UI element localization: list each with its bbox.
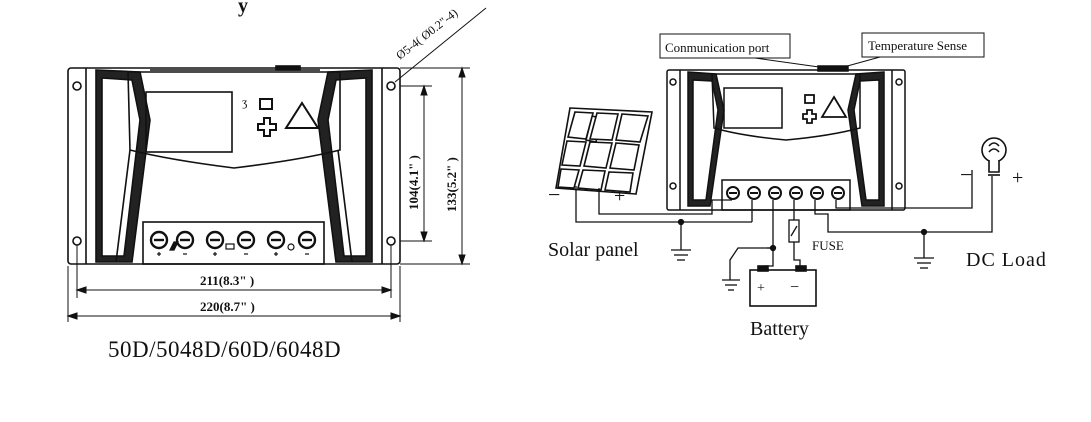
warning-icon bbox=[284, 101, 320, 129]
solar-plus-sign: + bbox=[614, 185, 625, 207]
battery-icon bbox=[259, 98, 273, 110]
battery-label: Battery bbox=[750, 318, 809, 340]
mount-hole bbox=[386, 81, 396, 91]
controller-front-view: ʒ bbox=[67, 65, 401, 265]
width-inner-dimension: 211(8.3" ) bbox=[200, 273, 254, 288]
terminals-right bbox=[726, 186, 845, 200]
solar-panel-label: Solar panel bbox=[548, 239, 639, 261]
svg-text:ʒ: ʒ bbox=[242, 95, 247, 109]
temp-sense-box bbox=[861, 32, 985, 58]
comm-port-box bbox=[659, 33, 791, 59]
lcd-screen bbox=[145, 91, 233, 153]
top-label-partial: y bbox=[238, 0, 248, 17]
mount-hole bbox=[72, 81, 82, 91]
dc-load-label: DC Load bbox=[966, 249, 1047, 271]
mount-hole bbox=[386, 236, 396, 246]
terminals-left bbox=[149, 230, 317, 256]
mount-hole bbox=[72, 236, 82, 246]
load-plus-sign: + bbox=[1012, 167, 1023, 189]
solar-panel-icon bbox=[555, 107, 653, 195]
fuse-label: FUSE bbox=[812, 238, 844, 253]
light-bulb-icon bbox=[981, 137, 1007, 176]
wiring bbox=[575, 170, 993, 291]
height-outer-dimension: 133(5.2" ) bbox=[444, 157, 459, 212]
hole-callout: Ø5-4( Ø0.2"-4) bbox=[393, 6, 460, 63]
terminal-block bbox=[142, 221, 325, 265]
lcd-screen-small bbox=[723, 87, 783, 129]
battery-icon-large bbox=[749, 265, 817, 307]
width-outer-dimension: 220(8.7" ) bbox=[200, 299, 255, 314]
comm-port-label: Conmunication port bbox=[665, 40, 770, 55]
height-inner-dimension: 104(4.1" ) bbox=[406, 155, 421, 210]
battery-minus: − bbox=[790, 279, 799, 296]
battery-plus: + bbox=[757, 281, 765, 296]
model-caption: 50D/5048D/60D/6048D bbox=[108, 337, 342, 362]
solar-minus-sign: − bbox=[548, 182, 560, 207]
temp-sense-label: Temperature Sense bbox=[868, 38, 967, 53]
controller-wiring-view bbox=[666, 65, 906, 211]
dimension-lines bbox=[66, 7, 487, 322]
button-icon bbox=[257, 117, 277, 137]
label-boxes bbox=[659, 32, 985, 69]
terminal-block-small bbox=[721, 179, 851, 211]
load-minus-sign: − bbox=[960, 162, 972, 187]
